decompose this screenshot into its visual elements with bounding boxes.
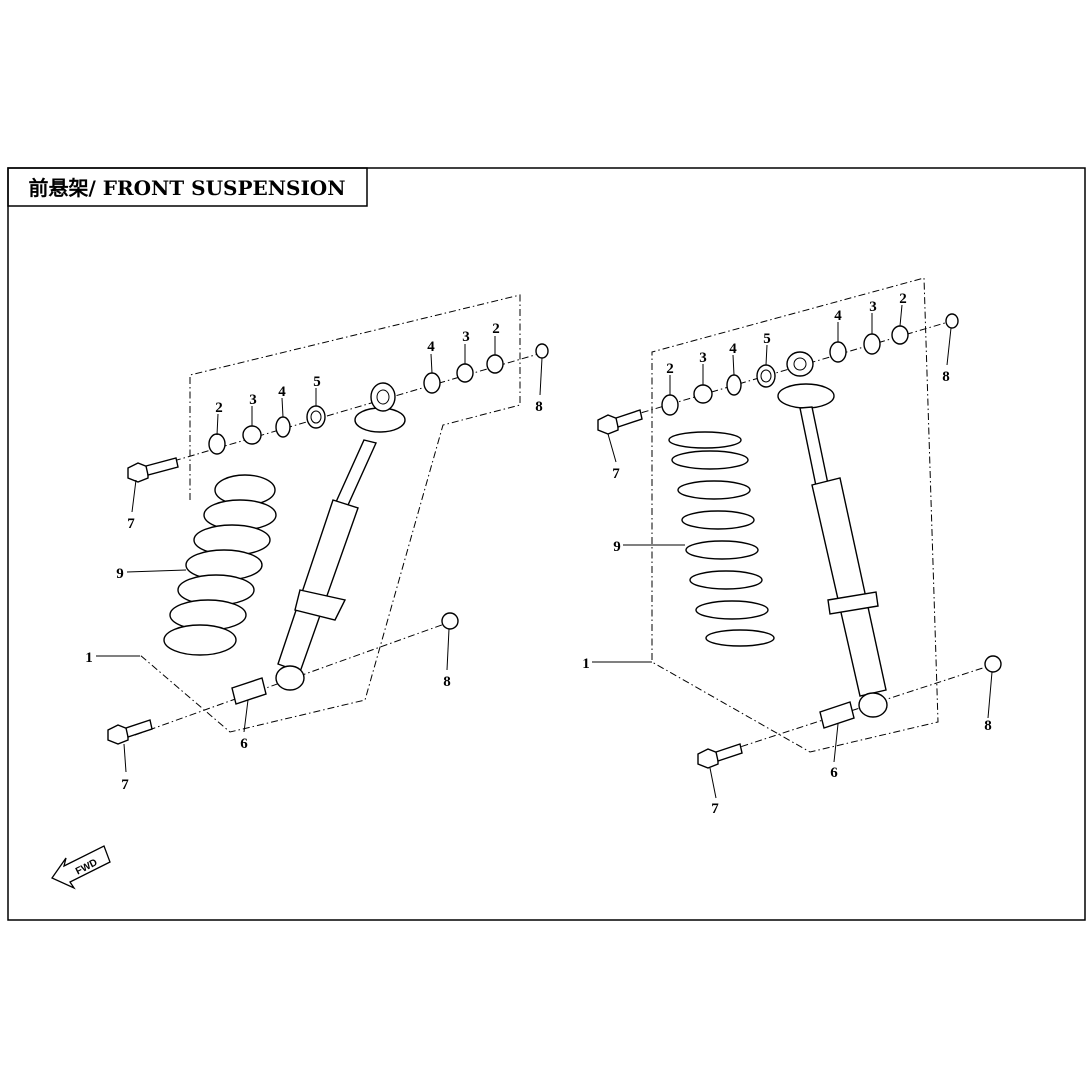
right-callout-7top: 7 xyxy=(612,466,620,482)
left-callout-9: 9 xyxy=(116,566,124,582)
right-callout-6: 6 xyxy=(830,765,838,781)
right-callout-7bot: 7 xyxy=(711,801,719,817)
left-bearing-5 xyxy=(306,405,326,429)
fwd-arrow-icon: FWD xyxy=(51,845,111,890)
right-callout-5: 5 xyxy=(763,331,771,347)
left-ring-3b xyxy=(456,363,474,383)
left-nut-8bot xyxy=(441,612,459,630)
left-callout-7top: 7 xyxy=(127,516,135,532)
right-top-bolt xyxy=(597,409,643,435)
right-callout-8top: 8 xyxy=(942,369,950,385)
left-spacer-6 xyxy=(231,677,267,705)
left-callout-1: 1 xyxy=(85,650,93,666)
left-callout-2a: 2 xyxy=(215,400,223,416)
left-callout-4a: 4 xyxy=(278,384,286,400)
right-washer-4b xyxy=(829,341,847,363)
right-bushing-2a xyxy=(661,394,679,416)
left-callout-4b: 4 xyxy=(427,339,435,355)
right-coil-spring xyxy=(668,431,775,647)
diagram-border xyxy=(7,167,1086,921)
left-ring-3a xyxy=(242,425,262,445)
right-callout-4b: 4 xyxy=(834,308,842,324)
right-callout-4a: 4 xyxy=(729,341,737,357)
right-ring-3b xyxy=(863,333,881,355)
right-callout-3b: 3 xyxy=(869,299,877,315)
right-callout-8bot: 8 xyxy=(984,718,992,734)
left-washer-4b xyxy=(423,372,441,394)
right-bearing-5 xyxy=(756,364,776,388)
right-bushing-2b xyxy=(891,325,909,345)
right-shock-absorber xyxy=(777,351,888,718)
right-ring-3a xyxy=(693,384,713,404)
right-nut-8bot xyxy=(984,655,1002,673)
right-bottom-bolt xyxy=(697,743,743,769)
left-bottom-bolt xyxy=(107,719,153,745)
left-callout-2b: 2 xyxy=(492,321,500,337)
left-nut-8top xyxy=(535,343,549,359)
right-assembly-boundary xyxy=(651,277,939,753)
left-callout-6: 6 xyxy=(240,736,248,752)
left-bushing-2b xyxy=(486,354,504,374)
right-callout-2a: 2 xyxy=(666,361,674,377)
left-callout-3a: 3 xyxy=(249,392,257,408)
right-washer-4a xyxy=(726,374,742,396)
right-callout-1: 1 xyxy=(582,656,590,672)
left-upper-axis xyxy=(159,351,546,466)
left-top-bolt xyxy=(127,457,179,483)
right-callout-3a: 3 xyxy=(699,350,707,366)
right-assembly: 2 3 4 5 4 3 2 8 7 9 1 8 6 7 xyxy=(582,277,1002,817)
left-callout-5: 5 xyxy=(313,374,321,390)
left-bushing-2a xyxy=(208,433,226,455)
left-callout-7bot: 7 xyxy=(121,777,129,793)
right-nut-8top xyxy=(945,313,959,329)
left-assembly: 2 3 4 5 4 3 2 8 7 9 1 8 6 7 xyxy=(85,294,549,793)
title-box xyxy=(7,167,368,207)
left-callout-8bot: 8 xyxy=(443,674,451,690)
right-callout-2b: 2 xyxy=(899,291,907,307)
left-coil-spring xyxy=(163,474,277,656)
left-assembly-boundary xyxy=(139,294,521,733)
left-shock-absorber xyxy=(275,382,406,691)
left-washer-4a xyxy=(275,416,291,438)
page-title: 前悬架/ FRONT SUSPENSION xyxy=(28,176,345,200)
right-callout-9: 9 xyxy=(613,539,621,555)
left-callout-3b: 3 xyxy=(462,329,470,345)
left-lower-axis xyxy=(134,621,451,736)
left-callout-8top: 8 xyxy=(535,399,543,415)
right-spacer-6 xyxy=(819,701,855,729)
